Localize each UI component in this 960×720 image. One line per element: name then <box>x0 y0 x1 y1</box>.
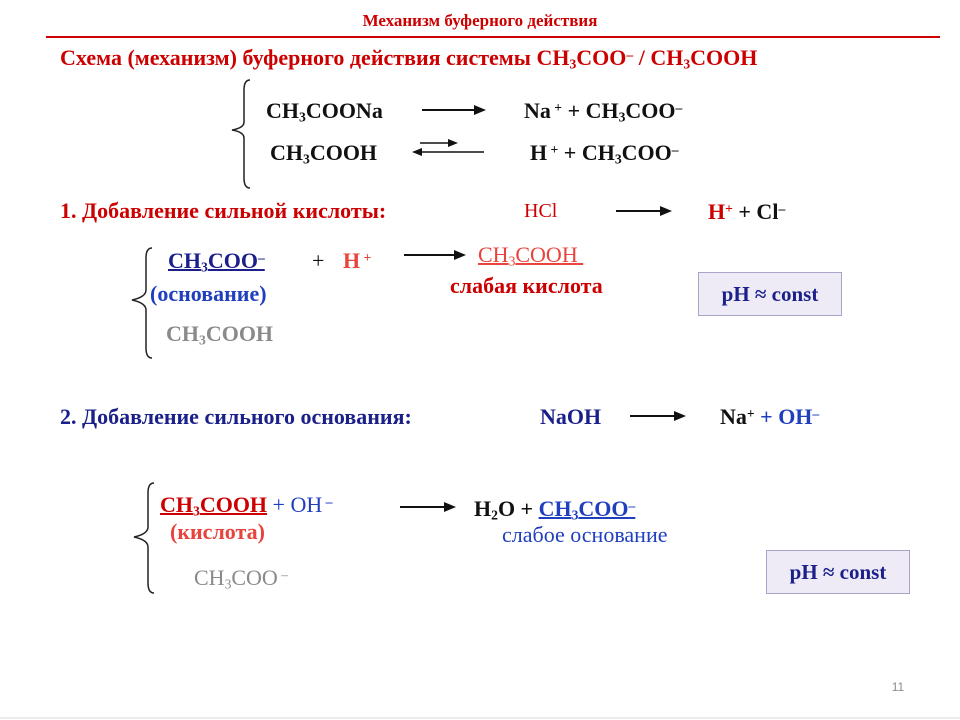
section1-product: CH3COOH <box>478 242 578 269</box>
arrow-section2 <box>400 502 456 512</box>
section2-base: NaOH <box>540 404 602 429</box>
scheme-heading: Схема (механизм) буферного действия сист… <box>60 45 758 72</box>
section1-ph-box: pH ≈ const <box>698 272 842 316</box>
brace-section2 <box>133 482 155 594</box>
section1-reactant: CH3COO– <box>168 248 265 275</box>
section1-proton: H + <box>343 248 372 273</box>
section2-other-component: CH3COO – <box>194 565 289 592</box>
acetic-acid: CH3COOH <box>270 140 378 167</box>
brace-dissociation <box>231 79 251 189</box>
sodium-acetate: CH3COONa <box>266 98 383 125</box>
section2-product-role: слабое основание <box>502 522 668 547</box>
sodium-acetate-ions: Na + + CH3COO– <box>524 98 683 125</box>
equilibrium-arrows-r2 <box>412 139 484 156</box>
section2-reactant: CH3COOH + OH – <box>160 492 333 519</box>
section1-acid-ions: H+ + Cl– <box>708 199 786 224</box>
section1-heading: 1. Добавление сильной кислоты: <box>60 198 387 223</box>
section1-plus: + <box>312 248 325 273</box>
brace-section1 <box>131 247 153 359</box>
section2-base-ions: Na+ + OH– <box>720 404 820 429</box>
section2-ph-box: pH ≈ const <box>766 550 910 594</box>
section1-acid: HCl <box>524 200 558 222</box>
section1-other-component: CH3COOH <box>166 321 274 348</box>
acetic-acid-ions: H + + CH3COO– <box>530 140 679 167</box>
section2-heading: 2. Добавление сильного основания: <box>60 404 412 429</box>
section1-reactant-role: (основание) <box>150 281 267 306</box>
arrow-hcl <box>616 206 672 216</box>
arrow-naoh <box>630 411 686 421</box>
section1-product-role: слабая кислота <box>450 273 603 298</box>
section2-product: H2O + CH3COO– <box>474 496 636 523</box>
page-number: 11 <box>891 680 905 694</box>
section2-reactant-role: (кислота) <box>170 519 265 544</box>
arrow-section1 <box>404 250 466 260</box>
arrow-r1 <box>422 105 486 115</box>
page-title: Механизм буферного действия <box>362 11 598 30</box>
